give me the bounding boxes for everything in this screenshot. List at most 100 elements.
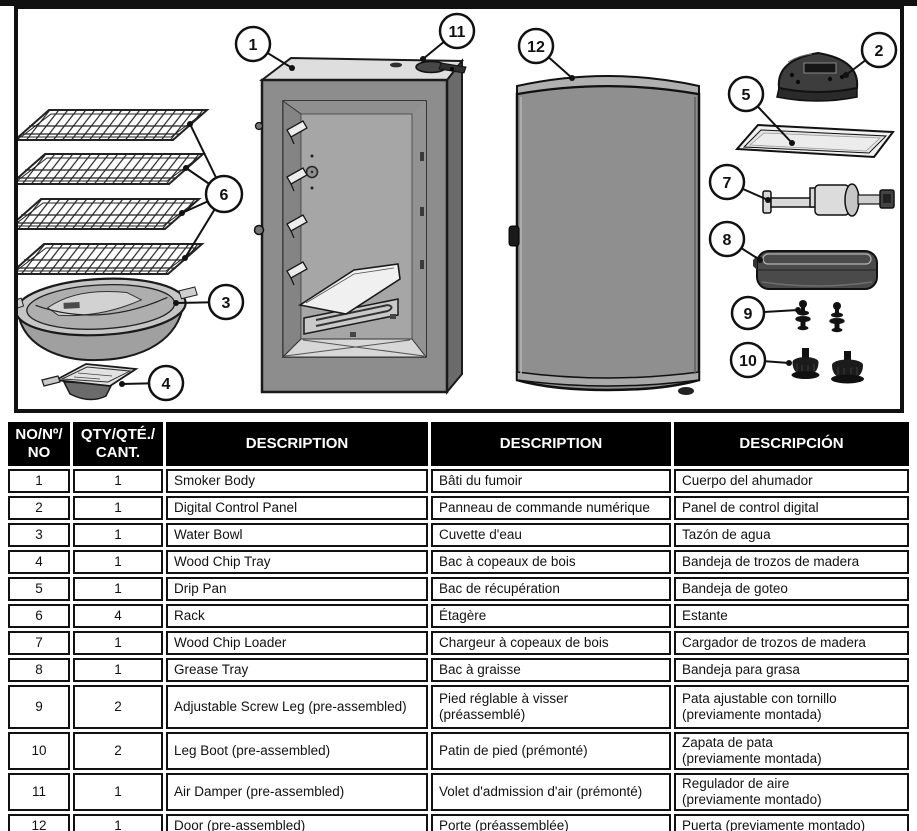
callout-7: 7: [708, 163, 746, 201]
cell-description-en: Water Bowl: [166, 523, 428, 547]
cell-description-es: Regulador de aire (previamente montado): [674, 772, 909, 811]
callout-2-number: 2: [875, 43, 884, 60]
cell-description-fr: Bac de récupération: [431, 577, 671, 601]
callout-2: 2: [860, 31, 898, 69]
callout-6-number: 6: [220, 187, 229, 204]
control-panel-illustration: [776, 51, 859, 102]
screw-leg-illustration-2: [829, 302, 845, 333]
cell-no: 11: [8, 772, 70, 811]
cell-description-es: Cuerpo del ahumador: [674, 469, 909, 493]
callout-4-number: 4: [162, 376, 171, 393]
header-description-en: DESCRIPTION: [166, 422, 428, 466]
table-row: 3 1 Water Bowl Cuvette d'eau Tazón de ag…: [8, 523, 909, 547]
cell-qty: 1: [73, 469, 163, 493]
callout-9: 9: [730, 295, 766, 331]
cell-description-es: Bandeja de trozos de madera: [674, 550, 909, 574]
cell-description-fr: Cuvette d'eau: [431, 523, 671, 547]
cell-description-fr: Chargeur à copeaux de bois: [431, 631, 671, 655]
callout-12: 12: [517, 27, 555, 65]
rack-illustration-4: [18, 243, 205, 275]
callout-8: 8: [708, 220, 746, 258]
callout-11-number: 11: [449, 24, 466, 41]
table-row: 2 1 Digital Control Panel Panneau de com…: [8, 496, 909, 520]
cell-description-fr: Panneau de commande numérique: [431, 496, 671, 520]
callout-12-number: 12: [527, 39, 545, 56]
callout-1: 1: [234, 25, 272, 63]
cell-description-es: Zapata de pata (previamente montada): [674, 732, 909, 770]
parts-diagram-svg: 1 11 12 2 5 6: [18, 12, 898, 402]
wood-chip-tray-illustration: [41, 363, 139, 401]
cell-description-fr: Étagère: [431, 604, 671, 628]
table-header-row: NO/Nº/ NO QTY/QTÉ./ CANT. DESCRIPTION DE…: [8, 422, 909, 466]
cell-no: 10: [8, 732, 70, 770]
cell-no: 9: [8, 685, 70, 729]
callout-3: 3: [207, 283, 245, 321]
cell-description-en: Leg Boot (pre-assembled): [166, 732, 428, 770]
chip-housing-illustration: [297, 263, 401, 337]
header-no: NO/Nº/ NO: [8, 422, 70, 466]
table-row: 6 4 Rack Étagère Estante: [8, 604, 909, 628]
cell-qty: 2: [73, 732, 163, 770]
cell-qty: 1: [73, 631, 163, 655]
parts-table: NO/Nº/ NO QTY/QTÉ./ CANT. DESCRIPTION DE…: [5, 419, 912, 831]
cell-description-fr: Volet d'admission d'air (prémonté): [431, 772, 671, 811]
table-row: 9 2 Adjustable Screw Leg (pre-assembled)…: [8, 685, 909, 729]
drip-pan-illustration: [734, 123, 895, 159]
cell-no: 1: [8, 469, 70, 493]
cell-description-en: Wood Chip Tray: [166, 550, 428, 574]
cell-qty: 4: [73, 604, 163, 628]
door-latch: [508, 225, 520, 247]
cell-description-es: Tazón de agua: [674, 523, 909, 547]
callout-5-number: 5: [742, 87, 751, 104]
table-row: 12 1 Door (pre-assembled) Porte (préasse…: [8, 813, 909, 831]
cell-description-en: Grease Tray: [166, 658, 428, 682]
callout-11: 11: [438, 12, 476, 50]
table-row: 10 2 Leg Boot (pre-assembled) Patin de p…: [8, 732, 909, 770]
rack-illustration-1: [18, 109, 210, 141]
cell-description-en: Digital Control Panel: [166, 496, 428, 520]
rack-illustration-3: [18, 198, 202, 230]
cell-description-es: Puerta (previamente montado): [674, 813, 909, 831]
cell-description-fr: Bâti du fumoir: [431, 469, 671, 493]
cell-no: 3: [8, 523, 70, 547]
cell-description-es: Bandeja para grasa: [674, 658, 909, 682]
cell-qty: 1: [73, 658, 163, 682]
cell-no: 2: [8, 496, 70, 520]
callout-1-number: 1: [249, 37, 258, 54]
screw-leg-illustration-1: [795, 300, 811, 331]
cell-description-en: Smoker Body: [166, 469, 428, 493]
table-row: 11 1 Air Damper (pre-assembled) Volet d'…: [8, 772, 909, 811]
cell-description-es: Cargador de trozos de madera: [674, 631, 909, 655]
cell-description-fr: Pied réglable à visser (préassemblé): [431, 685, 671, 729]
callout-9-number: 9: [744, 306, 753, 323]
control-display: [803, 62, 837, 74]
cell-no: 12: [8, 813, 70, 831]
cell-description-en: Adjustable Screw Leg (pre-assembled): [166, 685, 428, 729]
leader-dots: [119, 56, 849, 387]
header-qty: QTY/QTÉ./ CANT.: [73, 422, 163, 466]
cell-qty: 1: [73, 813, 163, 831]
cell-description-es: Estante: [674, 604, 909, 628]
water-bowl-illustration: [18, 277, 198, 362]
table-row: 4 1 Wood Chip Tray Bac à copeaux de bois…: [8, 550, 909, 574]
wood-chip-loader-illustration: [762, 183, 895, 217]
cell-qty: 1: [73, 523, 163, 547]
grease-tray-illustration: [753, 250, 878, 290]
cell-description-en: Door (pre-assembled): [166, 813, 428, 831]
table-row: 7 1 Wood Chip Loader Chargeur à copeaux …: [8, 631, 909, 655]
cell-description-fr: Patin de pied (prémonté): [431, 732, 671, 770]
air-damper-illustration: [415, 60, 467, 74]
cell-description-fr: Bac à copeaux de bois: [431, 550, 671, 574]
cell-qty: 2: [73, 685, 163, 729]
callout-8-number: 8: [723, 232, 732, 249]
callout-10-number: 10: [739, 353, 757, 370]
cell-description-es: Bandeja de goteo: [674, 577, 909, 601]
callout-6: 6: [204, 174, 244, 214]
callout-10: 10: [729, 341, 767, 379]
header-description-es: DESCRIPCIÓN: [674, 422, 909, 466]
cell-description-en: Drip Pan: [166, 577, 428, 601]
leg-boot-illustration-1: [791, 348, 820, 379]
exploded-parts-diagram: 1 11 12 2 5 6: [14, 5, 904, 413]
leg-boot-illustration-2: [831, 351, 864, 384]
